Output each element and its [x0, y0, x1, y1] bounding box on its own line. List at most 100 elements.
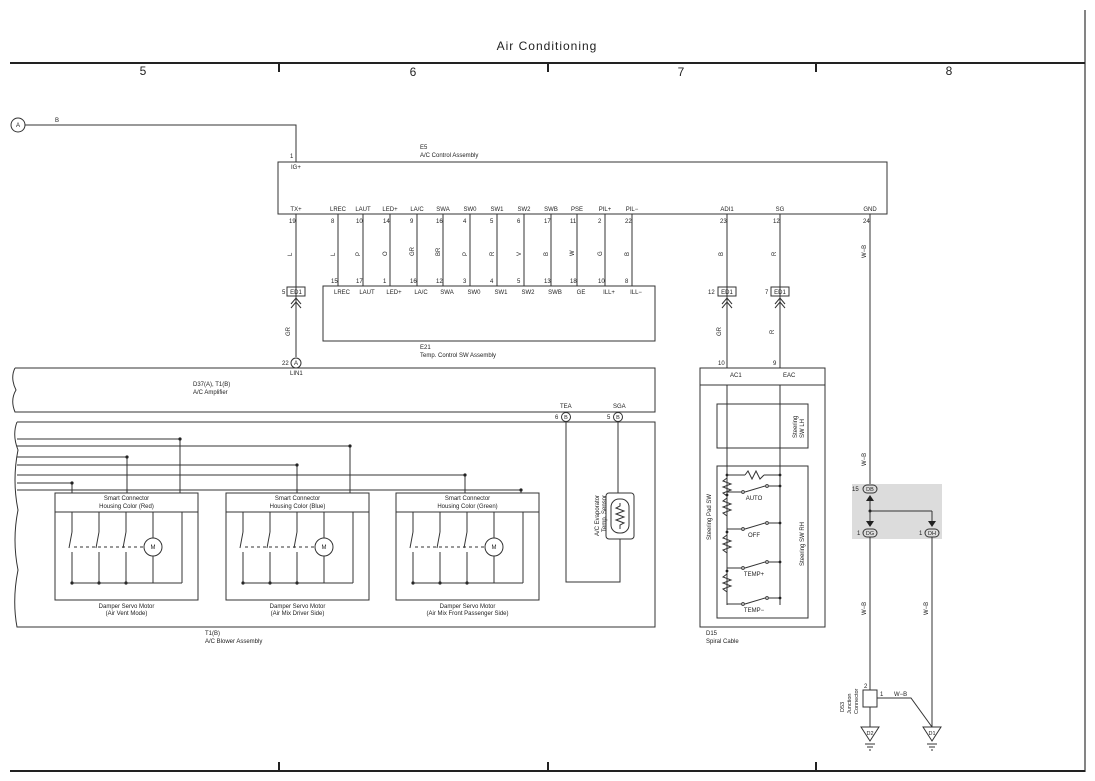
motor-icon [143, 537, 163, 557]
svg-text:DG: DG [866, 531, 874, 537]
e5-pin-number: 2 [598, 219, 602, 225]
wire-color: P [463, 252, 469, 256]
svg-text:D1: D1 [928, 731, 935, 737]
e21-pin-number: 18 [570, 279, 577, 285]
smart-connector-label: Smart Connector [275, 496, 320, 502]
svg-text:R: R [770, 329, 776, 334]
e21-name: Temp. Control SW Assembly [420, 353, 496, 359]
spiral-id: D15 [706, 631, 718, 637]
e5-pin-name: LAUT [355, 207, 371, 213]
wire-color: GR [410, 246, 416, 256]
e5-pin-number: 10 [356, 219, 363, 225]
junction-dot [348, 444, 352, 448]
e5-pin-name: GND [863, 207, 877, 213]
ed1-connector: ED1 5 GR [282, 286, 306, 336]
svg-text:Steering SW RH: Steering SW RH [800, 522, 806, 566]
lin-name: LIN1 [290, 371, 303, 377]
e21-pin-name: GE [577, 290, 586, 296]
motor-name: Damper Servo Motor [440, 604, 496, 610]
svg-text:2: 2 [864, 684, 868, 690]
wire-color: L [288, 252, 294, 256]
wire-color: B [625, 252, 631, 256]
wire-color: R [490, 251, 496, 256]
e21-id: E21 [420, 345, 431, 351]
housing-color-label: Housing Color (Blue) [270, 504, 326, 510]
svg-text:B: B [564, 415, 568, 421]
svg-text:7: 7 [765, 290, 769, 296]
svg-text:ED1: ED1 [774, 290, 786, 296]
e5-pin-number: 6 [517, 219, 521, 225]
housing-color-label: Housing Color (Red) [99, 504, 154, 510]
e21-pin-number: 12 [436, 279, 443, 285]
e5-pin-number: 22 [625, 219, 632, 225]
e21-pin-name: SW0 [467, 290, 481, 296]
svg-text:A/C Evaporator: A/C Evaporator [595, 495, 601, 536]
motor-mode: (Air Vent Mode) [106, 611, 148, 617]
e5-pin-number: 9 [410, 219, 414, 225]
e21-pin-name: LA/C [414, 290, 428, 296]
junction-dot [519, 488, 523, 492]
smart-connector-label: Smart Connector [445, 496, 490, 502]
e21-pin-name: LED+ [386, 290, 402, 296]
e5-pin-name: SW1 [490, 207, 504, 213]
connector-a-label: A [16, 123, 20, 129]
junction-dot [463, 473, 467, 477]
motor-name: Damper Servo Motor [270, 604, 326, 610]
e21-pin-number: 3 [463, 279, 467, 285]
ac-amplifier: D37(A), T1(B) A/C Amplifier [12, 367, 656, 413]
svg-text:15: 15 [852, 487, 859, 493]
e5-pin-number: 19 [289, 219, 296, 225]
evaporator-sensor-circuit: TEA SGA B B 6 5 A/C Evaporator Temp. Sen… [555, 404, 635, 583]
svg-text:EAC: EAC [783, 373, 796, 379]
wire-b-label: B [55, 118, 59, 124]
junction-dot [125, 455, 129, 459]
svg-text:SGA: SGA [613, 404, 626, 410]
e21-pin-number: 13 [544, 279, 551, 285]
svg-text:GR: GR [717, 326, 723, 336]
svg-text:D2: D2 [866, 731, 873, 737]
e21-pins: 15LREC17LAUT1LED+16LA/C12SWA3SW04SW15SW2… [331, 279, 642, 296]
ed1-connector: ED1 7 R [765, 286, 790, 334]
e5-pin-number: 24 [863, 219, 870, 225]
wire-color: W [570, 250, 576, 256]
e5-pin-number: 16 [436, 219, 443, 225]
e5-control-assembly: E5 A/C Control Assembly 1 IG+ [277, 145, 888, 215]
e21-pin-number: 1 [383, 279, 387, 285]
motor-name: Damper Servo Motor [99, 604, 155, 610]
svg-text:ED1: ED1 [290, 290, 302, 296]
junction-dot [295, 463, 299, 467]
page-frame [10, 10, 1086, 772]
e21-pin-name: LAUT [359, 290, 375, 296]
wire-color: P [356, 252, 362, 256]
e5-pin-number: 11 [570, 219, 577, 225]
wire-color: B [719, 252, 725, 256]
e5-pin-name: SG [776, 207, 785, 213]
junction-dot [178, 437, 182, 441]
e21-pin-number: 17 [356, 279, 363, 285]
svg-text:12: 12 [708, 290, 715, 296]
e21-pin-name: LREC [334, 290, 351, 296]
svg-text:Temp. Sensor: Temp. Sensor [602, 495, 608, 532]
svg-text:B: B [616, 415, 620, 421]
e5-pin-name: TX+ [290, 207, 302, 213]
e5-pin-number: 17 [544, 219, 551, 225]
e21-pin-name: ILL− [630, 290, 642, 296]
blower-id: T1(B) [205, 631, 220, 637]
junction-block: W−B W−B DB 15 DG 1 DH 1 W−B W−B 2 1 W−B … [840, 214, 942, 751]
svg-text:Steering: Steering [793, 416, 799, 438]
svg-text:AC1: AC1 [730, 373, 742, 379]
e21-pin-number: 10 [598, 279, 605, 285]
svg-text:TEA: TEA [560, 404, 572, 410]
svg-text:W−B: W−B [924, 602, 930, 615]
e21-pin-name: SW2 [521, 290, 535, 296]
wire-color: O [383, 251, 389, 256]
amplifier-name: A/C Amplifier [193, 390, 228, 396]
e21-pin-number: 15 [331, 279, 338, 285]
e21-pin-number: 5 [517, 279, 521, 285]
svg-text:W−B: W−B [862, 245, 868, 258]
wire-color: V [517, 252, 523, 256]
